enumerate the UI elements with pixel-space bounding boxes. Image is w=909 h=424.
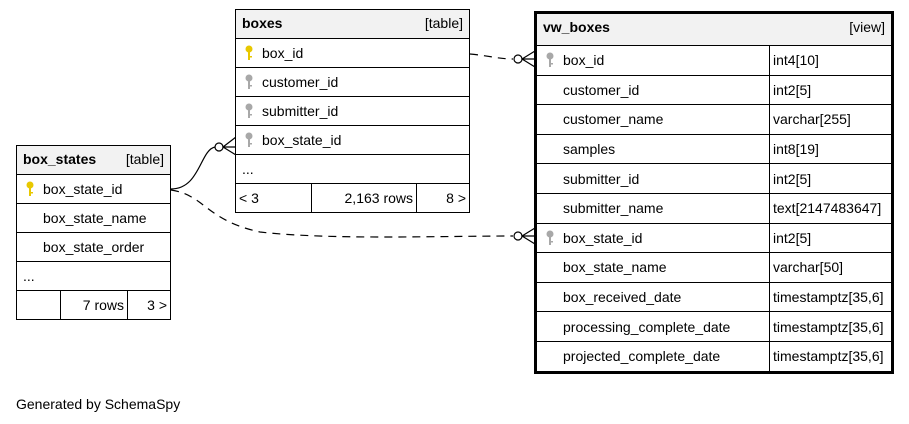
column-type: int4[10]: [769, 46, 819, 75]
table-footer: < 3 2,163 rows 8 >: [236, 184, 469, 212]
column-name: box_received_date: [563, 289, 682, 306]
column-name: box_state_id: [262, 132, 342, 148]
column-name: submitter_id: [563, 170, 640, 187]
column-row[interactable]: customer_name varchar[255]: [537, 105, 891, 135]
column-type: text[2147483647]: [769, 193, 881, 223]
column-row[interactable]: customer_id: [236, 68, 469, 97]
column-row[interactable]: submitter_id int2[5]: [537, 164, 891, 194]
primary-key-icon: [245, 45, 253, 60]
column-row[interactable]: box_state_order: [17, 233, 170, 262]
foreign-key-icon: [546, 230, 554, 245]
table-name: vw_boxes: [543, 19, 610, 35]
column-row[interactable]: submitter_name text[2147483647]: [537, 193, 891, 224]
table-header: vw_boxes [view]: [537, 14, 891, 46]
link-optional-marker: [513, 231, 523, 241]
table-box-states[interactable]: box_states [table] box_state_id box_stat…: [16, 145, 171, 320]
column-type: int2[5]: [769, 75, 811, 105]
table-kind: [table]: [424, 15, 463, 31]
column-name: box_state_order: [43, 239, 145, 255]
column-type: varchar[50]: [769, 253, 843, 282]
table-name: boxes: [242, 15, 283, 31]
link-optional-marker: [214, 142, 224, 152]
column-name: customer_id: [262, 74, 339, 90]
view-vw-boxes[interactable]: vw_boxes [view] box_id int4[10] customer…: [534, 11, 894, 374]
table-kind: [table]: [125, 151, 164, 167]
more-columns: ...: [236, 155, 469, 184]
link-optional-marker: [513, 54, 523, 64]
column-name: projected_complete_date: [563, 348, 721, 365]
link-crowfoot: [521, 227, 536, 245]
column-type: int8[19]: [769, 134, 819, 164]
column-row[interactable]: processing_complete_date timestamptz[35,…: [537, 312, 891, 342]
column-name: box_state_id: [43, 181, 123, 197]
column-row[interactable]: box_id int4[10]: [537, 46, 891, 76]
link-crowfoot: [222, 136, 237, 156]
foreign-key-icon: [245, 132, 253, 147]
column-row[interactable]: box_state_name: [17, 204, 170, 233]
column-row[interactable]: box_state_id: [236, 126, 469, 155]
column-row[interactable]: projected_complete_date timestamptz[35,6…: [537, 341, 891, 371]
table-boxes[interactable]: boxes [table] box_id customer_id submitt…: [235, 9, 470, 213]
table-header: box_states [table]: [17, 146, 170, 175]
ellipsis: ...: [242, 161, 254, 177]
more-columns: ...: [17, 262, 170, 291]
column-type: int2[5]: [769, 223, 811, 253]
column-name: customer_id: [563, 81, 640, 98]
column-type: int2[5]: [769, 164, 811, 193]
column-type: timestamptz[35,6]: [769, 282, 884, 312]
table-header: boxes [table]: [236, 10, 469, 39]
column-name: box_state_name: [43, 210, 147, 226]
column-row[interactable]: box_state_id int2[5]: [537, 223, 891, 254]
table-footer: 7 rows 3 >: [17, 291, 170, 319]
column-name: submitter_name: [563, 200, 664, 217]
link-boxes-to-vw-boxes: [469, 53, 514, 60]
link-box-states-to-vw-boxes: [170, 189, 514, 238]
children-link[interactable]: 8 >: [416, 184, 469, 212]
column-name: box_id: [563, 52, 605, 69]
column-row[interactable]: submitter_id: [236, 97, 469, 126]
column-type: varchar[255]: [769, 105, 851, 134]
column-type: timestamptz[35,6]: [769, 312, 884, 341]
column-name: box_id: [262, 45, 304, 61]
parents-link[interactable]: < 3: [239, 190, 259, 206]
link-box-states-to-boxes: [170, 146, 216, 190]
column-row[interactable]: box_id: [236, 39, 469, 68]
foreign-key-icon: [245, 74, 253, 89]
link-crowfoot: [521, 50, 536, 68]
table-kind: [view]: [849, 19, 885, 35]
parents-link[interactable]: [17, 291, 60, 319]
column-row[interactable]: box_state_id: [17, 175, 170, 204]
foreign-key-icon: [546, 52, 554, 67]
ellipsis: ...: [23, 268, 35, 284]
column-row[interactable]: customer_id int2[5]: [537, 75, 891, 106]
column-name: box_state_name: [563, 259, 667, 276]
row-count: 2,163 rows: [311, 184, 416, 212]
row-count: 7 rows: [60, 291, 127, 319]
column-name: submitter_id: [262, 103, 339, 119]
children-link[interactable]: 3 >: [127, 291, 170, 319]
column-row[interactable]: box_received_date timestamptz[35,6]: [537, 282, 891, 313]
generated-by-credit: Generated by SchemaSpy: [16, 396, 181, 412]
column-name: customer_name: [563, 111, 664, 128]
table-name: box_states: [23, 151, 97, 167]
column-row[interactable]: samples int8[19]: [537, 134, 891, 165]
column-row[interactable]: box_state_name varchar[50]: [537, 253, 891, 283]
primary-key-icon: [26, 181, 34, 196]
column-type: timestamptz[35,6]: [769, 341, 884, 371]
column-name: box_state_id: [563, 229, 643, 246]
column-name: processing_complete_date: [563, 318, 731, 335]
foreign-key-icon: [245, 103, 253, 118]
column-name: samples: [563, 141, 616, 158]
